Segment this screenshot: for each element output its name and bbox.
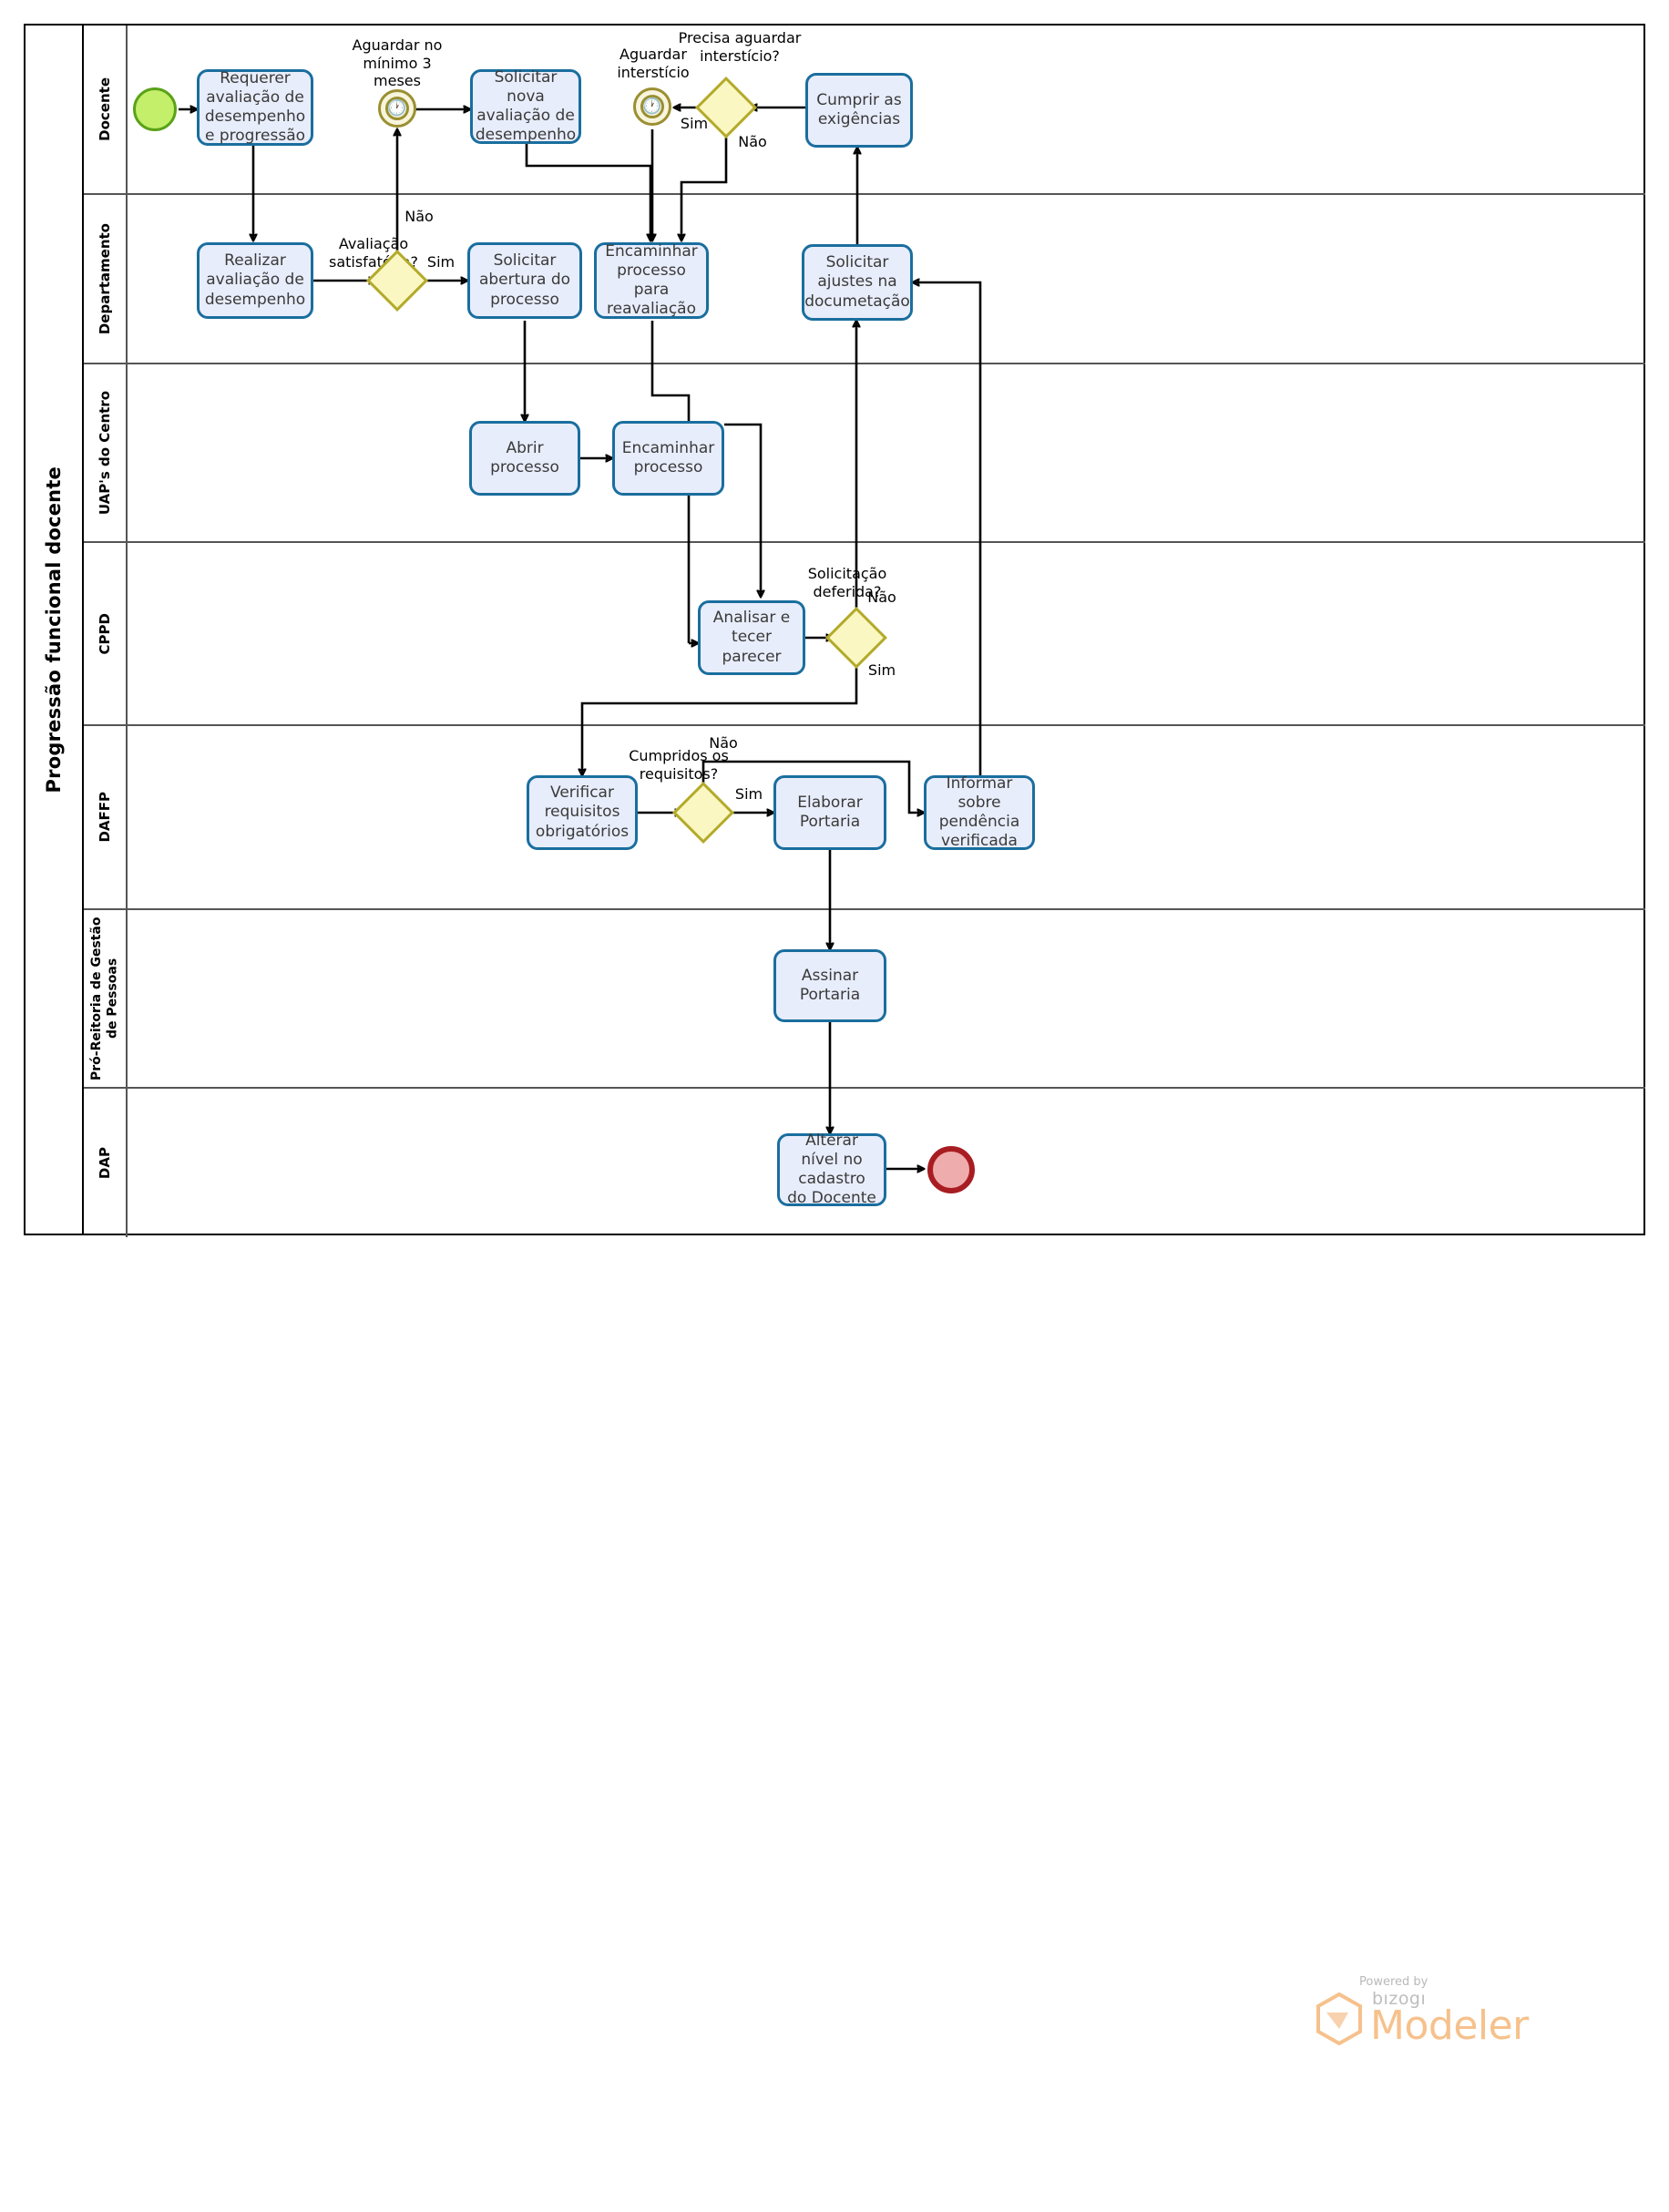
- gateway-solicitacao-deferida[interactable]: [825, 607, 887, 669]
- task-analisar-tecer-parecer[interactable]: Analisar e tecer parecer: [698, 600, 805, 675]
- lane-pro-reitoria-gestao-pessoas: Pró-Reitoria de Gestão de Pessoas: [84, 910, 1645, 1089]
- pool-header: Progressão funcional docente: [26, 26, 84, 1234]
- lane-label-docente: Docente: [96, 77, 113, 141]
- task-solicitar-ajustes-documetacao[interactable]: Solicitar ajustes na documetação: [802, 244, 913, 321]
- modeler-product-text: Modeler: [1370, 2002, 1529, 2049]
- lane-dap: DAP: [84, 1089, 1645, 1237]
- bizagi-modeler-branding: Powered by bızogı Modeler: [1316, 1975, 1529, 2046]
- gateway-diamond: [825, 607, 887, 669]
- flow-label-g3-sim: Sim: [867, 661, 896, 679]
- lane-departamento: Departamento: [84, 195, 1645, 364]
- timer-event-aguardar-3-meses[interactable]: 🕐: [378, 89, 416, 128]
- bizagi-brand-text: bızogı: [1372, 1989, 1427, 2009]
- lane-cppd: CPPD: [84, 543, 1645, 726]
- pool-progressao-funcional-docente: Progressão funcional docente Docente Dep…: [24, 24, 1645, 1237]
- gateway-diamond: [366, 250, 428, 312]
- task-realizar-avaliacao-desempenho[interactable]: Realizar avaliação de desempenho: [197, 242, 313, 319]
- task-solicitar-nova-avaliacao-desempenho[interactable]: Solicitar nova avaliação de desempenho: [470, 68, 581, 144]
- start-event[interactable]: [133, 87, 177, 131]
- task-informar-sobre-pendencia-verificada[interactable]: Informar sobre pendência verificada: [924, 774, 1035, 850]
- lane-header-departamento: Departamento: [84, 195, 128, 363]
- lane-label-cppd: CPPD: [96, 612, 113, 655]
- timer-inner-ring: [640, 95, 664, 118]
- lane-daffp: DAFFP: [84, 726, 1645, 910]
- gateway-label-solicitacao-deferida: Solicitação deferida?: [807, 565, 887, 600]
- task-elaborar-portaria[interactable]: Elaborar Portaria: [773, 775, 886, 850]
- clock-icon: 🕐: [387, 98, 407, 118]
- gateway-label-cumpridos-requisitos: Cumpridos os requisitos?: [629, 747, 729, 783]
- lane-label-uaps: UAP's do Centro: [96, 390, 113, 516]
- gateway-avaliacao-satisfatoria[interactable]: [366, 250, 428, 312]
- flow-label-g2-nao: Não: [404, 208, 434, 225]
- flow-label-g1-nao: Não: [738, 133, 767, 150]
- end-event[interactable]: [927, 1146, 975, 1193]
- lane-label-progep: Pró-Reitoria de Gestão de Pessoas: [88, 917, 120, 1080]
- bizagi-hexagon-icon: [1316, 1992, 1363, 2045]
- lane-label-departamento: Departamento: [96, 222, 113, 335]
- bizagi-wordmark: bızogı Modeler: [1370, 1991, 1529, 2046]
- gateway-label-precisa-aguardar-intersticio: Precisa aguardar interstício?: [678, 29, 802, 65]
- pool-title: Progressão funcional docente: [43, 466, 65, 794]
- flow-label-g3-nao: Não: [867, 589, 896, 606]
- task-assinar-portaria[interactable]: Assinar Portaria: [773, 949, 886, 1022]
- task-alterar-nivel-cadastro-docente[interactable]: Alterar nível no cadastro do Docente: [777, 1132, 886, 1207]
- task-cumprir-exigencias[interactable]: Cumprir as exigências: [805, 73, 913, 148]
- lane-header-uaps: UAP's do Centro: [84, 364, 128, 541]
- gateway-diamond: [672, 782, 734, 844]
- lane-label-dap: DAP: [96, 1146, 113, 1180]
- flow-label-g2-sim: Sim: [426, 253, 456, 271]
- lane-header-dap: DAP: [84, 1089, 128, 1237]
- lane-header-cppd: CPPD: [84, 543, 128, 724]
- clock-icon: 🕐: [642, 97, 662, 116]
- flow-label-g1-sim: Sim: [680, 115, 709, 132]
- timer-label-aguardar-interstico: Aguardar interstício: [617, 46, 690, 81]
- lane-header-docente: Docente: [84, 26, 128, 193]
- task-encaminhar-processo-reavaliacao[interactable]: Encaminhar processo para reavaliação: [594, 242, 709, 319]
- lane-docente: Docente: [84, 26, 1645, 195]
- timer-event-aguardar-intersticio[interactable]: 🕐: [633, 87, 671, 126]
- powered-by-label: Powered by: [1359, 1975, 1428, 1989]
- timer-label-aguardar-3-meses: Aguardar no mínimo 3 meses: [352, 36, 443, 90]
- lane-header-daffp: DAFFP: [84, 726, 128, 908]
- lane-uaps-do-centro: UAP's do Centro: [84, 364, 1645, 543]
- lane-header-progep: Pró-Reitoria de Gestão de Pessoas: [84, 910, 128, 1087]
- timer-inner-ring: [385, 97, 409, 120]
- bizagi-logo-row: bızogı Modeler: [1316, 1991, 1529, 2046]
- task-solicitar-abertura-processo[interactable]: Solicitar abertura do processo: [467, 242, 582, 319]
- gateway-cumpridos-requisitos[interactable]: [672, 782, 734, 844]
- task-verificar-requisitos-obrigatorios[interactable]: Verificar requisitos obrigatórios: [527, 775, 638, 850]
- lane-label-daffp: DAFFP: [96, 792, 113, 843]
- flow-label-g4-sim: Sim: [734, 785, 763, 803]
- flow-label-g4-nao: Não: [709, 734, 738, 752]
- task-encaminhar-processo[interactable]: Encaminhar processo: [612, 421, 724, 496]
- task-abrir-processo[interactable]: Abrir processo: [469, 421, 580, 496]
- task-requerer-avaliacao-desempenho-progressao[interactable]: Requerer avaliação de desempenho e progr…: [197, 69, 313, 146]
